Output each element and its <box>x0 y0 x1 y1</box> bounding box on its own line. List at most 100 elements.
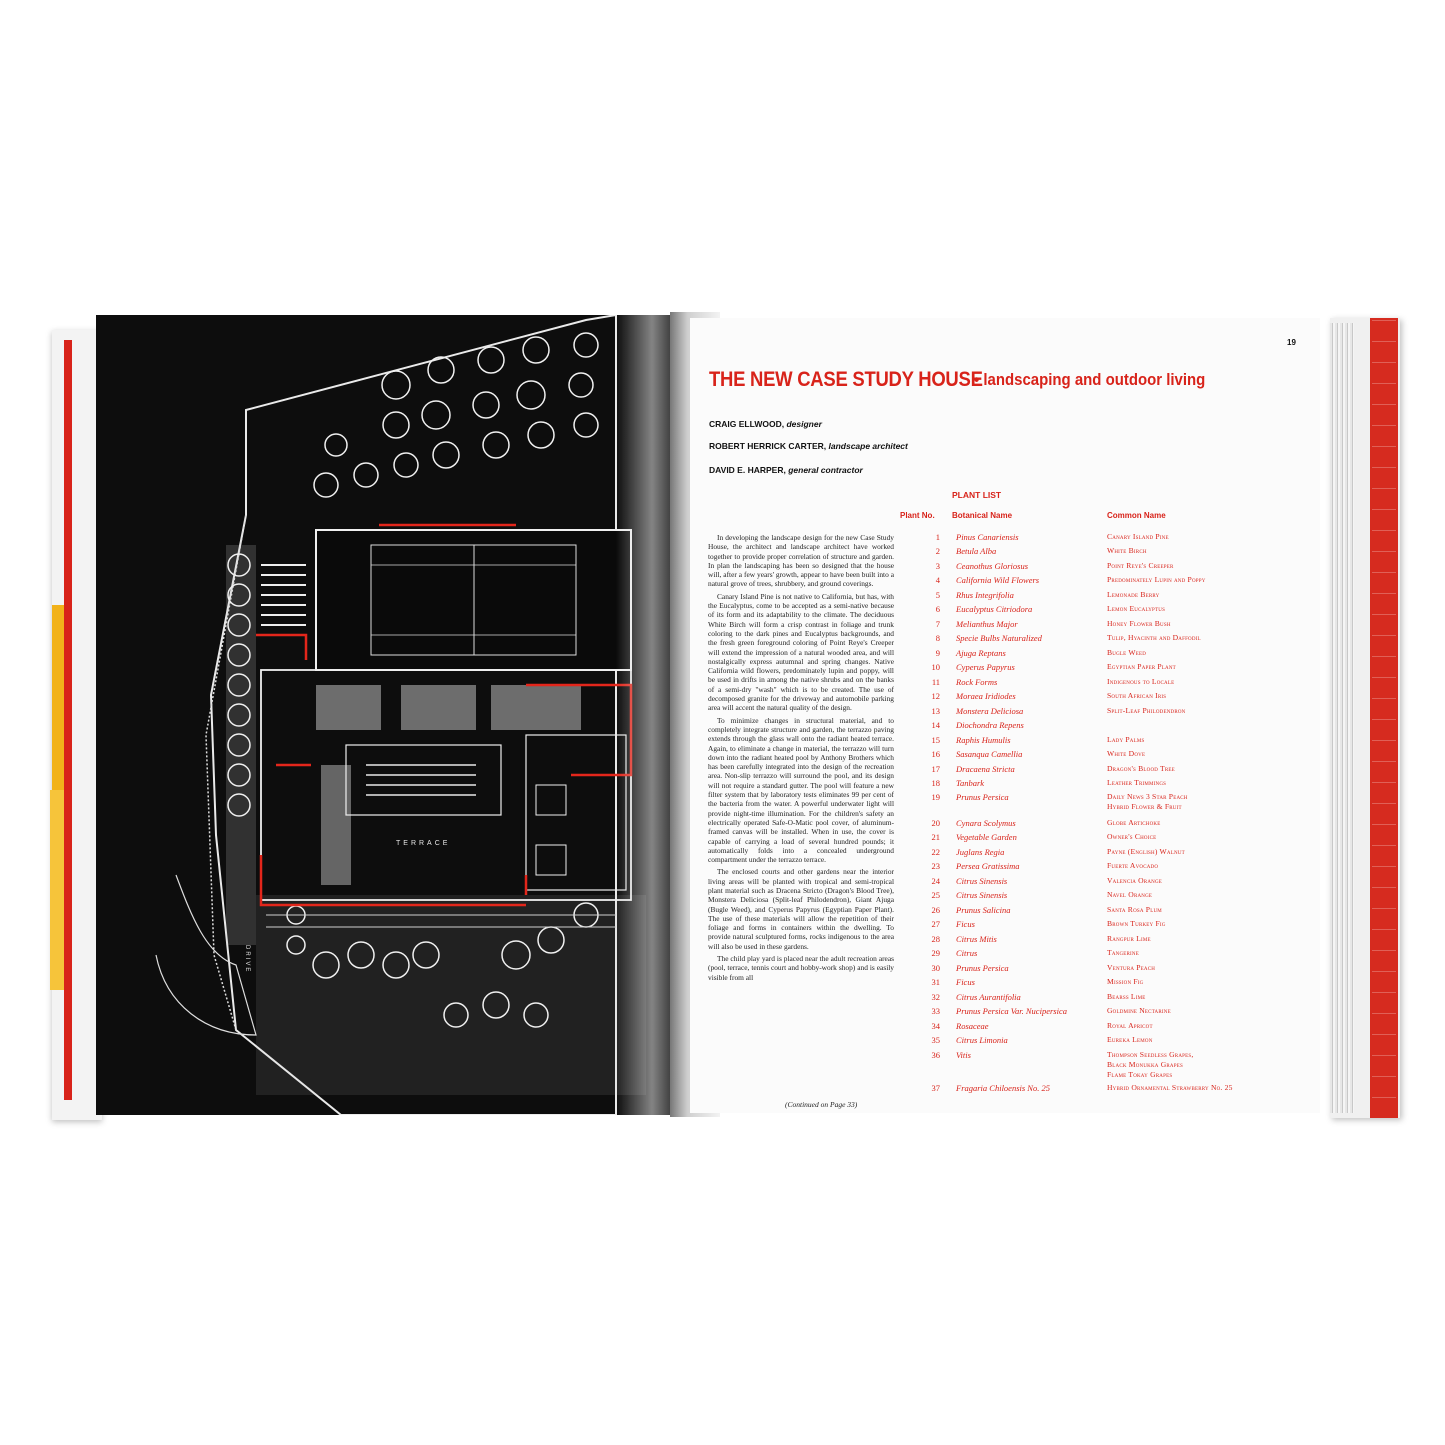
plant-number: 37 <box>931 1083 941 1093</box>
plant-number: 27 <box>931 919 941 929</box>
plant-row: 14 Diochondra Repens <box>690 720 1320 734</box>
plant-number: 20 <box>931 818 941 828</box>
credit-name: DAVID E. HARPER, <box>709 465 786 475</box>
plant-row: 6 Eucalyptus Citriodora Lemon Eucalyptus <box>690 604 1320 618</box>
plant-botanical-name: Diochondra Repens <box>956 720 1024 730</box>
plant-number: 6 <box>935 604 940 614</box>
site-plan-page: TERRACE DRIVE <box>96 315 696 1115</box>
plant-number: 9 <box>935 648 940 658</box>
body-paragraph: Canary Island Pine is not native to Cali… <box>708 591 894 713</box>
body-paragraph: The enclosed courts and other gardens ne… <box>708 867 894 951</box>
plant-common-name: Brown Turkey Fig <box>1107 919 1166 928</box>
plant-common-name: Bearss Lime <box>1107 992 1146 1001</box>
plant-number: 26 <box>931 905 941 915</box>
plant-number: 34 <box>931 1021 941 1031</box>
body-paragraph: To minimize changes in structural materi… <box>708 715 894 865</box>
plant-common-name: White Dove <box>1107 749 1146 758</box>
plant-common-name: South African Iris <box>1107 691 1167 700</box>
plant-common-name: Goldmine Nectarine <box>1107 1006 1171 1015</box>
plant-common-name: Hybrid Ornamental Strawberry No. 25 <box>1107 1083 1233 1092</box>
plant-common-name: Navel Orange <box>1107 890 1153 899</box>
plan-label-drive: DRIVE <box>244 945 250 973</box>
plant-number: 31 <box>931 977 941 987</box>
plant-botanical-name: Rock Forms <box>956 677 998 687</box>
plant-botanical-name: Prunus Persica <box>956 792 1009 802</box>
plant-common-name: Valencia Orange <box>1107 876 1163 885</box>
plant-common-name: Globe Artichoke <box>1107 818 1161 827</box>
credit-role: designer <box>786 419 822 429</box>
plant-botanical-name: Sasanqua Camellia <box>956 749 1023 759</box>
plant-common-name: Leather Trimmings <box>1107 778 1167 787</box>
plant-botanical-name: Vitis <box>956 1050 971 1060</box>
plant-number: 18 <box>931 778 941 788</box>
plant-common-name: Indigenous to Locale <box>1107 677 1175 686</box>
plant-common-name: Tulip, Hyacinth and Daffodil <box>1107 633 1201 642</box>
plant-number: 24 <box>931 876 941 886</box>
plant-botanical-name: California Wild Flowers <box>956 575 1040 585</box>
credit-role: landscape architect <box>828 441 908 451</box>
plant-number: 22 <box>931 847 941 857</box>
plant-number: 14 <box>931 720 941 730</box>
plant-row: 4 California Wild Flowers Predominately Lu… <box>690 575 1320 589</box>
plant-common-name: Santa Rosa Plum <box>1107 905 1162 914</box>
article-body: In developing the landscape design for t… <box>708 533 894 985</box>
plant-botanical-name: Vegetable Garden <box>956 832 1017 842</box>
plant-number: 23 <box>931 861 941 871</box>
plant-number: 12 <box>931 691 941 701</box>
plant-number: 25 <box>931 890 941 900</box>
headline-main: THE NEW CASE STUDY HOUSE <box>709 368 983 391</box>
plant-common-name: Lemon Eucalyptus <box>1107 604 1166 613</box>
column-common-name: Common Name <box>1107 511 1166 520</box>
body-paragraph: The child play yard is placed near the a… <box>708 954 894 982</box>
plant-number: 7 <box>935 619 940 629</box>
credit-name: CRAIG ELLWOOD, <box>709 419 785 429</box>
page-number: 19 <box>1287 338 1296 347</box>
plant-common-name: Eureka Lemon <box>1107 1035 1153 1044</box>
site-plan-drawing: TERRACE DRIVE <box>155 315 646 1115</box>
plant-common-name: Lemonade Berry <box>1107 590 1160 599</box>
plant-number: 35 <box>931 1035 941 1045</box>
plant-common-name: Owner's Choice <box>1107 832 1157 841</box>
plant-botanical-name: Eucalyptus Citriodora <box>956 604 1033 614</box>
plant-common-name: Predominately Lupin and Poppy <box>1107 575 1206 584</box>
credit-name: ROBERT HERRICK CARTER, <box>709 441 827 451</box>
headline-sub: • landscaping and outdoor living <box>974 370 1206 389</box>
plant-botanical-name: Prunus Salicina <box>956 905 1011 915</box>
plant-common-name: Mission Fig <box>1107 977 1144 986</box>
plant-botanical-name: Juglans Regia <box>956 847 1005 857</box>
plant-number: 15 <box>931 735 941 745</box>
plant-number: 29 <box>931 948 941 958</box>
plant-botanical-name: Persea Gratissima <box>956 861 1020 871</box>
plant-common-name: Point Reye's Creeper <box>1107 561 1174 570</box>
plant-number: 36 <box>931 1050 941 1060</box>
plant-botanical-name: Dracaena Stricta <box>956 764 1015 774</box>
credit-role: general contractor <box>788 465 863 475</box>
plant-number: 1 <box>935 532 940 542</box>
plant-botanical-name: Raphis Humulis <box>956 735 1011 745</box>
plant-botanical-name: Specie Bulbs Naturalized <box>956 633 1042 643</box>
plant-common-name: Honey Flower Bush <box>1107 619 1171 628</box>
plant-botanical-name: Betula Alba <box>956 546 997 556</box>
plant-botanical-name: Melianthus Major <box>956 619 1018 629</box>
plant-number: 10 <box>931 662 941 672</box>
plant-number: 4 <box>935 575 940 585</box>
plant-common-name: Split-Leaf Philodendron <box>1107 706 1186 715</box>
